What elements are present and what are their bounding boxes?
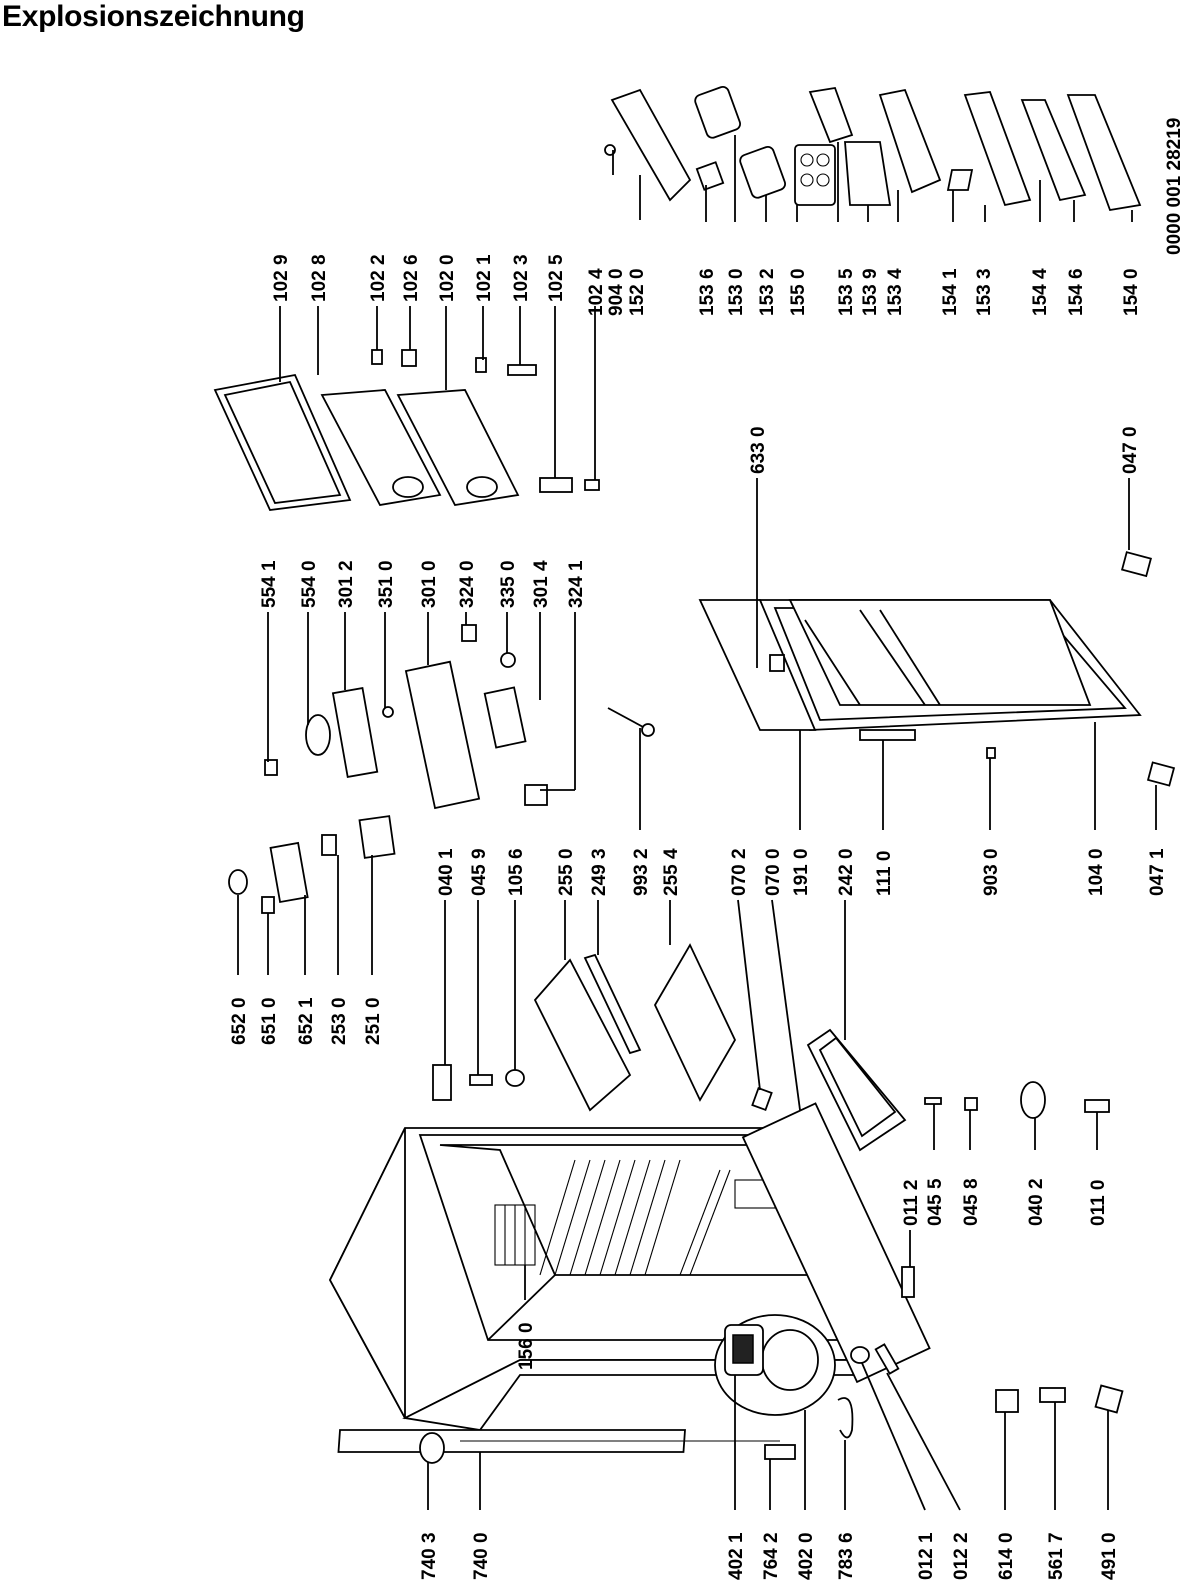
part-label: 301 0 xyxy=(419,560,440,608)
part-label: 102 3 xyxy=(511,254,532,302)
lamp-parts xyxy=(228,815,396,914)
part-label: 102 2 xyxy=(368,254,389,302)
part-label: 040 1 xyxy=(436,848,457,896)
part-label: 402 1 xyxy=(726,1532,747,1580)
page-title: Explosionszeichnung xyxy=(2,0,305,33)
part-label: 154 4 xyxy=(1030,268,1051,316)
part-label: 904 0 xyxy=(606,268,627,316)
part-label: 554 0 xyxy=(299,560,320,608)
part-label: 554 1 xyxy=(259,560,280,608)
part-label: 652 1 xyxy=(296,997,317,1045)
controls xyxy=(264,624,655,810)
part-label: 191 0 xyxy=(791,848,812,896)
part-label: 045 8 xyxy=(961,1178,982,1226)
part-label: 242 0 xyxy=(836,848,857,896)
part-label: 253 0 xyxy=(329,997,350,1045)
condenser xyxy=(337,1429,796,1464)
hinges-small-parts xyxy=(837,551,1176,1439)
crisper-plates xyxy=(432,943,907,1152)
part-label: 255 0 xyxy=(556,848,577,896)
part-label: 045 5 xyxy=(925,1178,946,1226)
part-label: 047 0 xyxy=(1120,426,1141,474)
part-label: 249 3 xyxy=(589,848,610,896)
part-label: 012 1 xyxy=(916,1532,937,1580)
part-label: 324 0 xyxy=(457,560,478,608)
part-label: 047 1 xyxy=(1147,848,1168,896)
part-label: 102 9 xyxy=(271,254,292,302)
part-label: 301 2 xyxy=(336,560,357,608)
part-label: 903 0 xyxy=(981,848,1002,896)
part-label: 153 2 xyxy=(757,268,778,316)
part-label: 154 6 xyxy=(1066,268,1087,316)
part-label: 156 0 xyxy=(516,1322,537,1370)
part-label: 154 1 xyxy=(940,268,961,316)
part-label: 153 6 xyxy=(697,268,718,316)
parts-drawing xyxy=(213,85,1176,1464)
part-label: 301 4 xyxy=(531,560,552,608)
compressor xyxy=(714,1314,836,1416)
part-label: 153 0 xyxy=(726,268,747,316)
part-label: 011 2 xyxy=(901,1180,922,1227)
part-number-labels: 102 9 102 8 102 2 102 6 102 0 102 1 102 … xyxy=(229,254,1168,1580)
part-label: 154 0 xyxy=(1121,268,1142,316)
part-label: 111 0 xyxy=(874,851,895,896)
part-label: 652 0 xyxy=(229,997,250,1045)
part-label: 153 3 xyxy=(974,268,995,316)
shelves-upper xyxy=(213,349,600,511)
part-label: 102 5 xyxy=(546,254,567,302)
part-label: 045 9 xyxy=(469,848,490,896)
part-label: 153 5 xyxy=(836,268,857,316)
door-bins xyxy=(604,85,1142,212)
part-label: 102 8 xyxy=(309,254,330,302)
part-label: 155 0 xyxy=(788,268,809,316)
part-label: 764 2 xyxy=(761,1532,782,1580)
part-label: 104 0 xyxy=(1086,848,1107,896)
part-label: 251 0 xyxy=(363,997,384,1045)
cabinet-body xyxy=(328,1102,931,1431)
part-label: 102 0 xyxy=(437,254,458,302)
part-label: 740 3 xyxy=(419,1532,440,1580)
part-label: 255 4 xyxy=(661,848,682,896)
part-label: 633 0 xyxy=(748,426,769,474)
part-label: 335 0 xyxy=(498,560,519,608)
part-label: 012 2 xyxy=(951,1532,972,1580)
part-label: 011 0 xyxy=(1088,1180,1109,1227)
part-label: 651 0 xyxy=(259,997,280,1045)
part-label: 153 9 xyxy=(860,268,881,316)
document-number: 0000 001 28219 xyxy=(1164,118,1185,255)
part-label: 561 7 xyxy=(1046,1532,1067,1580)
part-label: 153 4 xyxy=(885,268,906,316)
part-label: 402 0 xyxy=(796,1532,817,1580)
part-label: 102 4 xyxy=(586,268,607,316)
part-label: 070 2 xyxy=(729,848,750,896)
leader-lines xyxy=(237,135,1157,1511)
part-label: 993 2 xyxy=(631,848,652,896)
door xyxy=(698,599,1142,741)
part-label: 324 1 xyxy=(566,560,587,608)
part-label: 102 6 xyxy=(401,254,422,302)
part-label: 102 1 xyxy=(474,254,495,302)
part-label: 040 2 xyxy=(1026,1178,1047,1226)
part-label: 152 0 xyxy=(627,268,648,316)
part-label: 614 0 xyxy=(996,1532,1017,1580)
part-label: 491 0 xyxy=(1099,1532,1120,1580)
part-label: 783 6 xyxy=(836,1532,857,1580)
part-label: 351 0 xyxy=(376,560,397,608)
part-label: 740 0 xyxy=(471,1532,492,1580)
part-label: 070 0 xyxy=(763,848,784,896)
part-label: 105 6 xyxy=(506,848,527,896)
